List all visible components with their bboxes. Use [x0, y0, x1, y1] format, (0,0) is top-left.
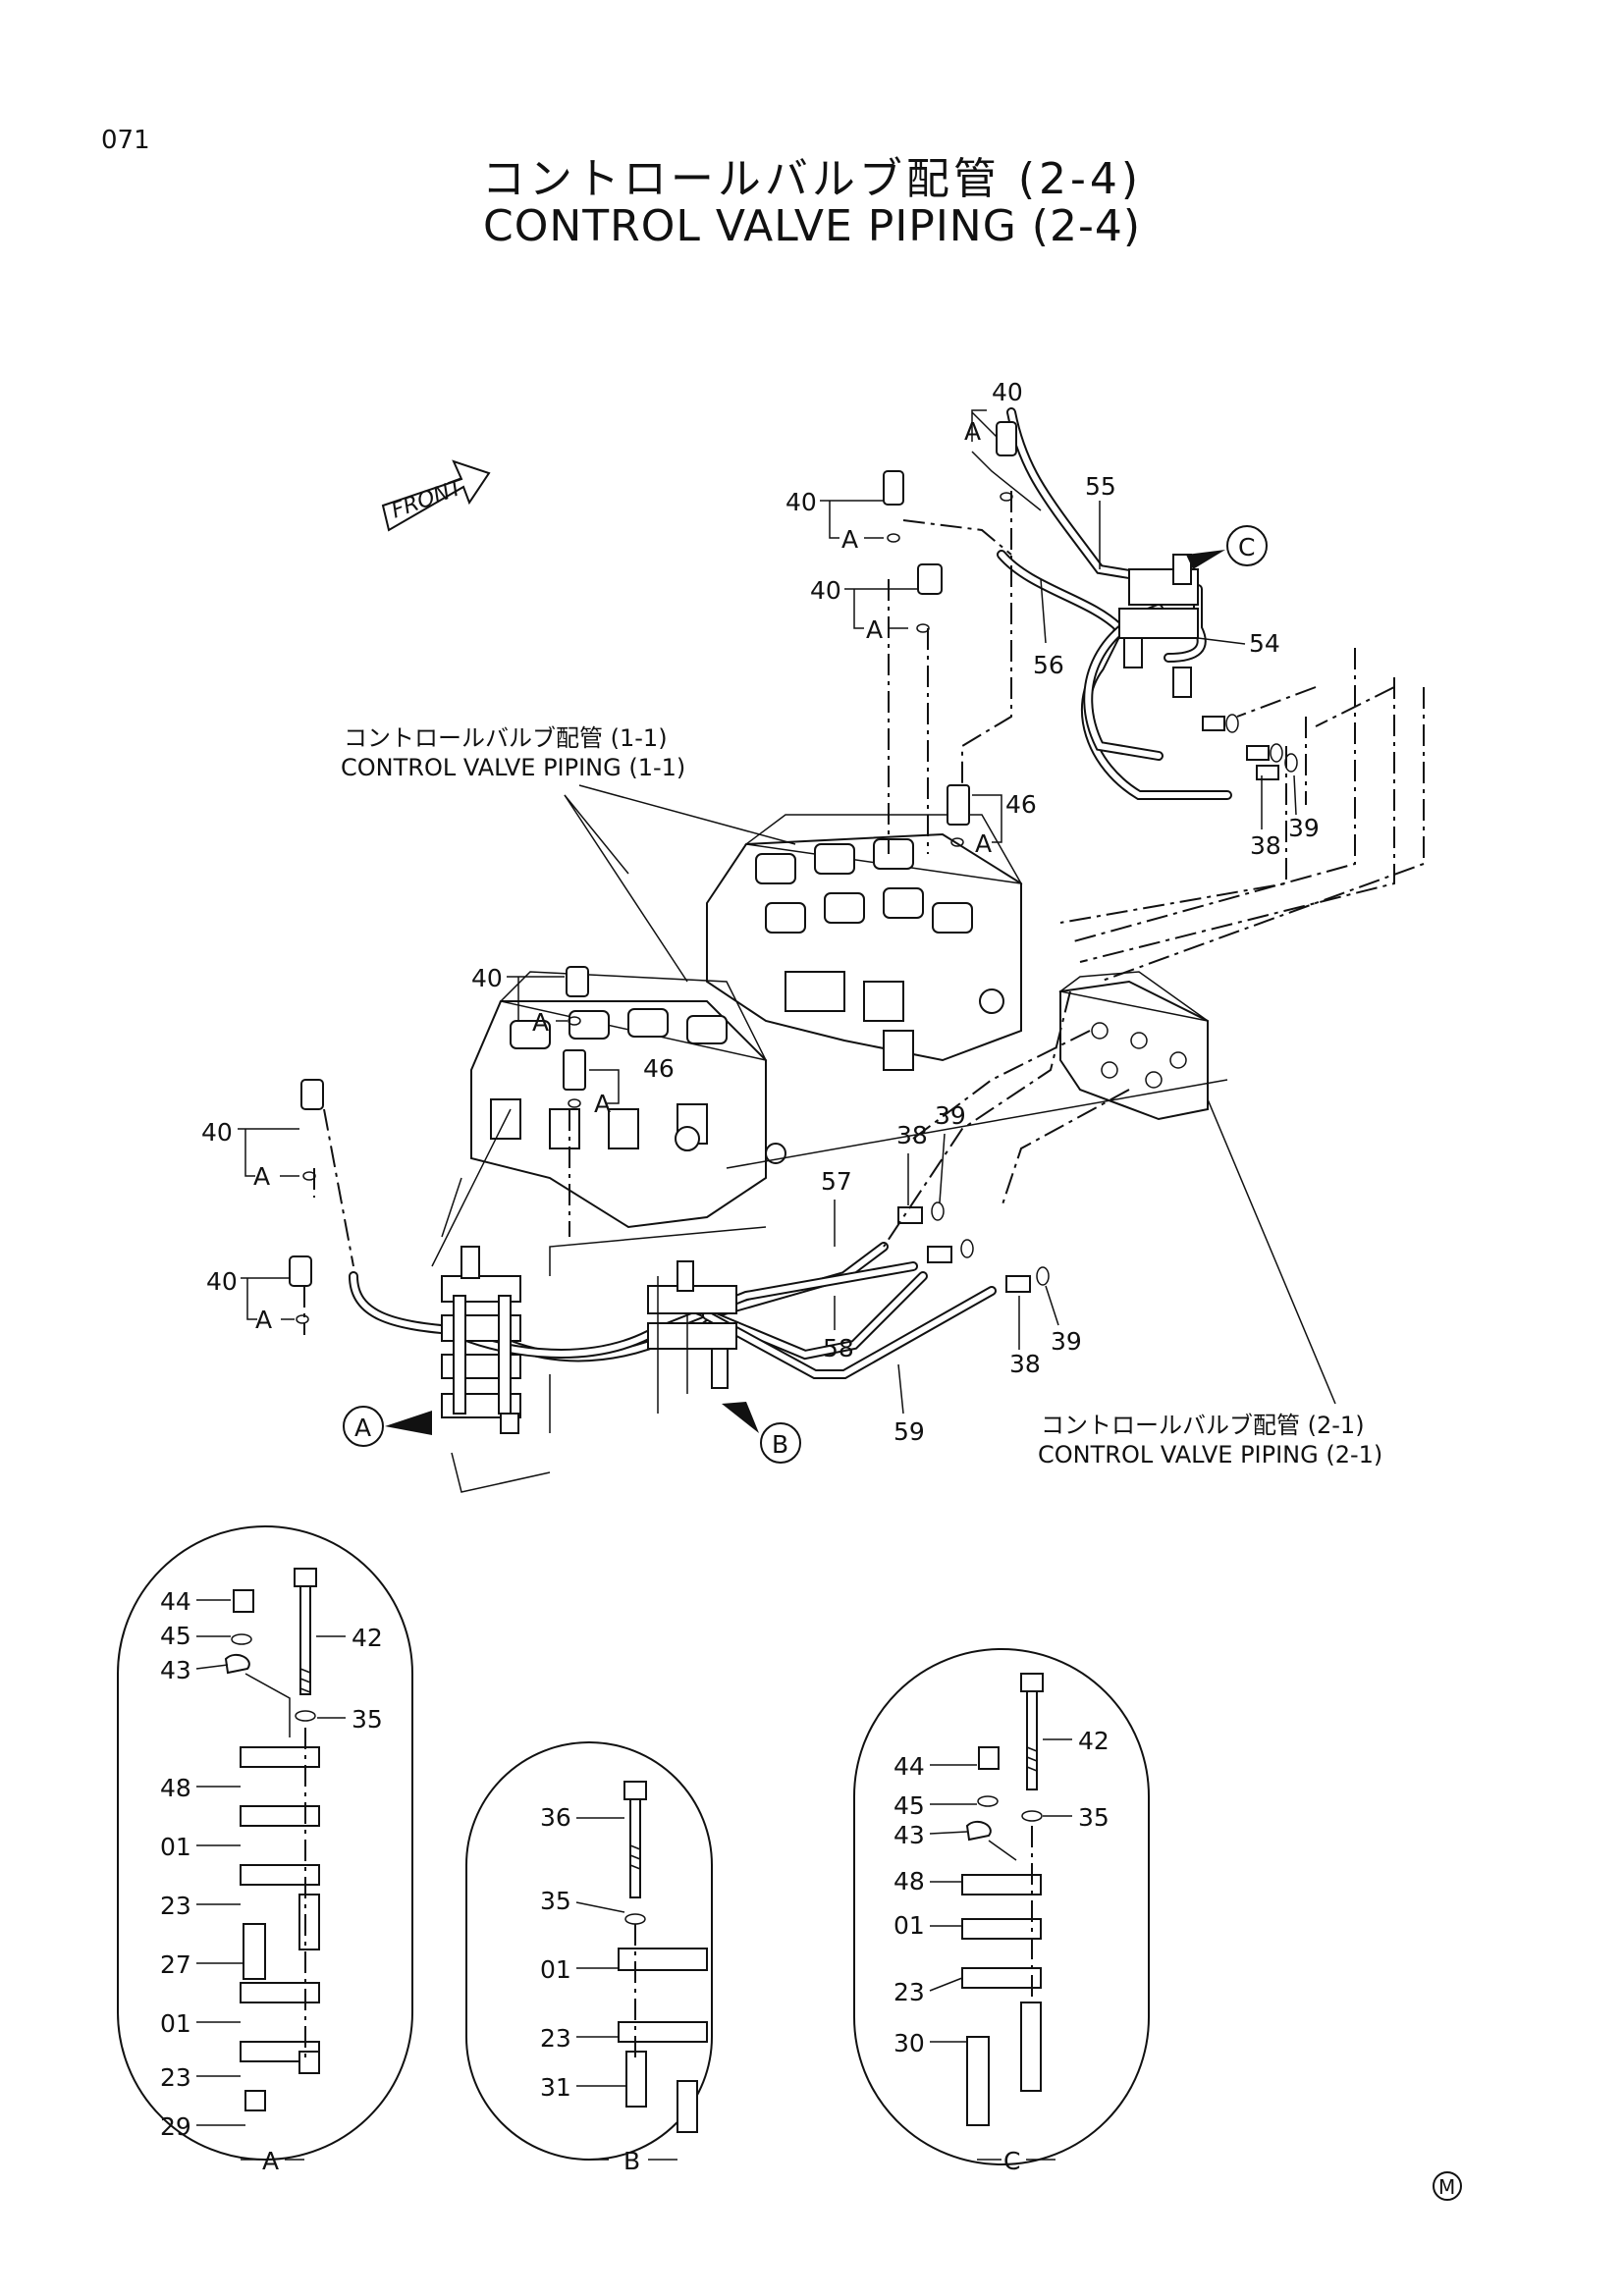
view-marker-c: C — [1186, 525, 1268, 569]
label-a: A — [975, 829, 992, 858]
detail-view-b: 36 35 01 23 31 B — [465, 1741, 713, 2175]
svg-text:27: 27 — [160, 1950, 191, 1979]
clamp-c-assembly — [1118, 554, 1199, 698]
label-54: 54 — [1249, 629, 1280, 658]
control-valve-upper — [706, 814, 1023, 1071]
label-40: 40 — [992, 378, 1023, 406]
part-labels-upper: 40 A 40 A 40 A 55 56 54 46 A 38 39 — [785, 378, 1320, 860]
label-39: 39 — [935, 1101, 966, 1130]
svg-text:29: 29 — [160, 2112, 191, 2141]
svg-text:44: 44 — [160, 1587, 191, 1616]
detail-label-c: C — [1003, 2147, 1020, 2175]
svg-text:31: 31 — [540, 2073, 571, 2102]
svg-text:48: 48 — [893, 1867, 925, 1896]
svg-text:35: 35 — [352, 1705, 383, 1734]
elbow-fittings — [289, 421, 1017, 1287]
svg-text:43: 43 — [160, 1656, 191, 1684]
svg-text:23: 23 — [540, 2024, 571, 2053]
label-40: 40 — [206, 1267, 238, 1296]
label-a: A — [255, 1306, 272, 1334]
svg-text:45: 45 — [893, 1791, 925, 1820]
svg-text:45: 45 — [160, 1622, 191, 1650]
label-40: 40 — [471, 964, 503, 992]
part-labels-lower: 40 A 46 A 40 A 40 A 38 39 57 58 59 38 39 — [201, 964, 1082, 1446]
svg-text:23: 23 — [160, 2063, 191, 2092]
label-38: 38 — [1009, 1350, 1041, 1378]
svg-text:A: A — [354, 1414, 371, 1442]
front-arrow: FRONT — [381, 459, 491, 532]
reference-piping-1-1: コントロールバルブ配管 (1-1) CONTROL VALVE PIPING (… — [341, 724, 685, 781]
svg-text:36: 36 — [540, 1803, 571, 1832]
svg-text:42: 42 — [352, 1624, 383, 1652]
svg-text:01: 01 — [160, 1833, 191, 1861]
circled-m-mark: M — [1433, 2171, 1462, 2201]
detail-view-c: 44 45 43 42 35 48 01 23 30 C — [853, 1648, 1150, 2175]
label-56: 56 — [1033, 651, 1064, 679]
reference-piping-2-1: コントロールバルブ配管 (2-1) CONTROL VALVE PIPING (… — [1038, 1412, 1382, 1468]
label-a: A — [253, 1162, 270, 1191]
view-marker-a: A — [343, 1406, 432, 1447]
control-valve-lower — [470, 971, 786, 1229]
svg-text:コントロールバルブ配管 (1-1): コントロールバルブ配管 (1-1) — [344, 724, 668, 752]
title-english: CONTROL VALVE PIPING (2-4) — [482, 201, 1141, 251]
label-57: 57 — [821, 1167, 852, 1196]
label-58: 58 — [823, 1334, 854, 1362]
view-marker-b: B — [722, 1402, 801, 1464]
svg-text:43: 43 — [893, 1821, 925, 1849]
svg-text:CONTROL VALVE PIPING (1-1): CONTROL VALVE PIPING (1-1) — [341, 754, 685, 781]
label-40: 40 — [785, 488, 817, 516]
svg-text:01: 01 — [160, 2009, 191, 2038]
svg-text:M: M — [1438, 2175, 1455, 2199]
svg-text:30: 30 — [893, 2029, 925, 2057]
clamp-b-assembly — [647, 1260, 737, 1389]
label-39: 39 — [1051, 1327, 1082, 1356]
svg-text:44: 44 — [893, 1752, 925, 1781]
label-a: A — [841, 525, 858, 554]
valve-block — [1058, 971, 1209, 1121]
svg-text:01: 01 — [540, 1955, 571, 1984]
svg-text:コントロールバルブ配管 (2-1): コントロールバルブ配管 (2-1) — [1041, 1412, 1365, 1439]
detail-view-a: 44 45 43 42 35 48 01 23 27 01 23 29 A — [117, 1525, 413, 2175]
label-a: A — [964, 417, 981, 446]
pipes-lower — [349, 1242, 997, 1379]
detail-label-b: B — [623, 2147, 640, 2175]
label-a: A — [594, 1090, 611, 1118]
label-55: 55 — [1085, 472, 1116, 501]
adapter-fittings — [563, 784, 970, 1091]
svg-text:48: 48 — [160, 1774, 191, 1802]
label-46: 46 — [1005, 790, 1037, 819]
detail-label-a: A — [262, 2147, 279, 2175]
label-46: 46 — [643, 1054, 675, 1083]
label-a: A — [866, 615, 883, 644]
clamp-a-assembly — [441, 1246, 521, 1434]
svg-text:C: C — [1238, 533, 1255, 561]
label-38: 38 — [896, 1121, 928, 1149]
svg-text:35: 35 — [1078, 1803, 1110, 1832]
svg-text:35: 35 — [540, 1887, 571, 1915]
label-39: 39 — [1288, 814, 1320, 842]
svg-text:B: B — [772, 1430, 788, 1459]
label-40: 40 — [810, 576, 841, 605]
svg-text:CONTROL VALVE PIPING (2-1): CONTROL VALVE PIPING (2-1) — [1038, 1441, 1382, 1468]
reference-leaders — [564, 784, 1336, 1405]
label-40: 40 — [201, 1118, 233, 1147]
label-38: 38 — [1250, 831, 1281, 860]
svg-text:23: 23 — [160, 1892, 191, 1920]
label-a: A — [532, 1008, 549, 1037]
center-lines — [303, 491, 1425, 1493]
label-59: 59 — [893, 1417, 925, 1446]
svg-text:01: 01 — [893, 1911, 925, 1940]
svg-text:23: 23 — [893, 1978, 925, 2006]
title-japanese: コントロールバルブ配管 (2-4) — [481, 154, 1143, 204]
front-label: FRONT — [389, 475, 468, 524]
svg-text:42: 42 — [1078, 1727, 1110, 1755]
page-number: 071 — [101, 126, 150, 155]
